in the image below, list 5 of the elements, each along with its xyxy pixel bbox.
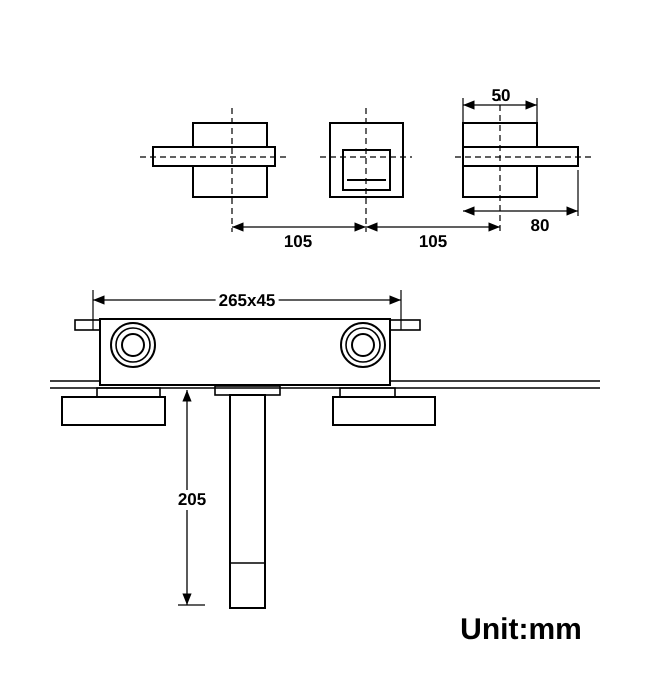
dimension-label: 80	[530, 216, 550, 236]
dimension-label: 105	[284, 232, 312, 252]
dimension-label: 105	[418, 232, 448, 252]
dimension-label: 50	[492, 86, 510, 106]
unit-note: Unit:mm	[460, 613, 582, 647]
